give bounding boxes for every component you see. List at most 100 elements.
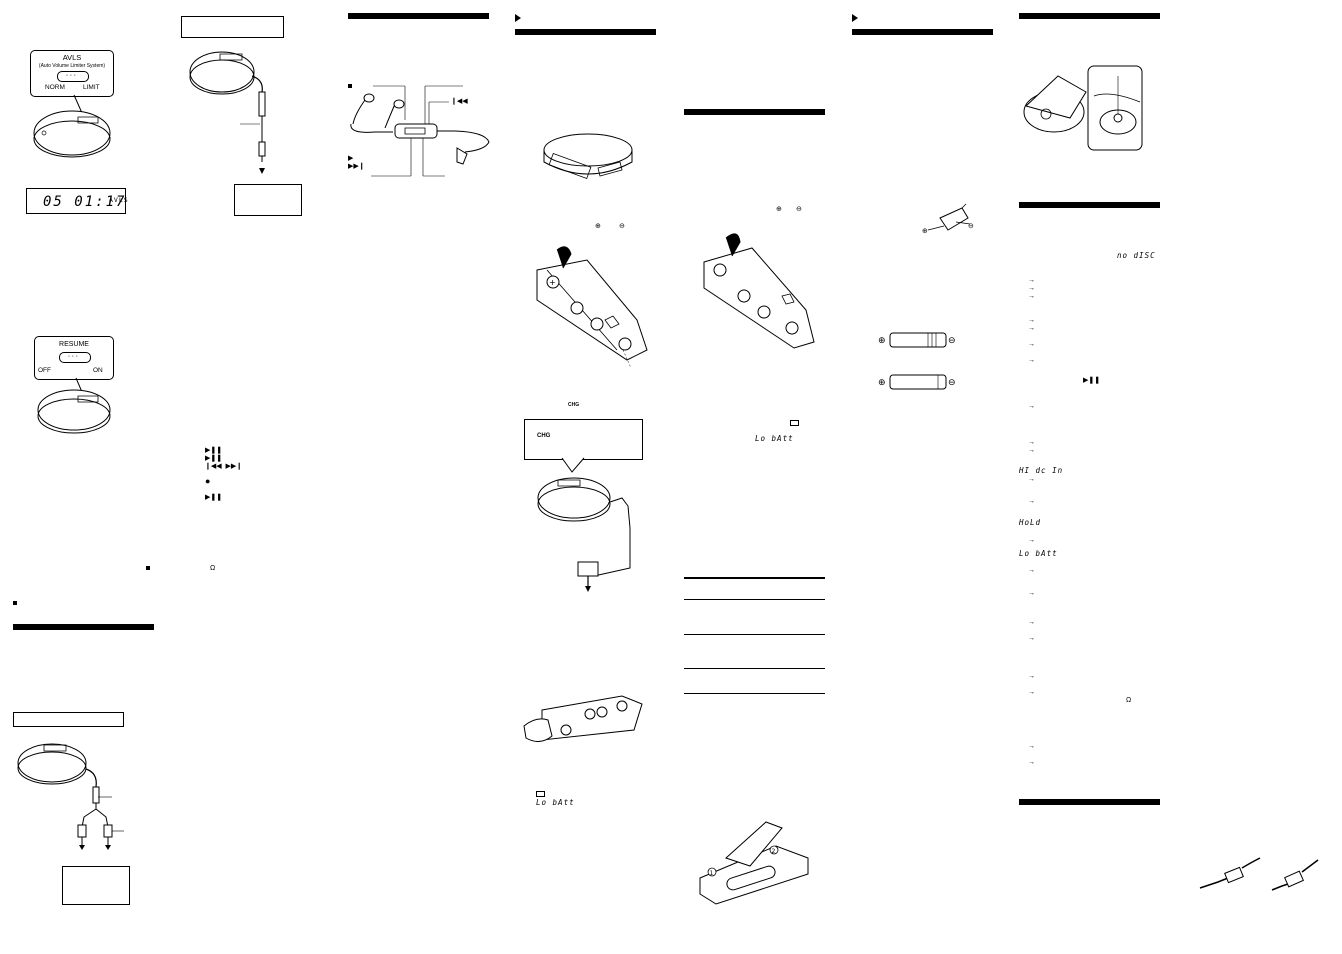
battery-compartment-open-illustration [538, 128, 638, 188]
arrow-icon: → [1028, 476, 1035, 483]
avls-switch-callout: AVLS (Auto Volume Limiter System) ◦ ◦ ◦ … [30, 50, 114, 97]
arrow-icon: → [1028, 447, 1035, 454]
lcd-charge-indicator: CHG [537, 433, 551, 439]
arrow-icon: → [1028, 567, 1035, 574]
cd-player-illustration [30, 95, 120, 165]
skip-buttons-icon: ❙◀◀ ▶▶❙ [205, 463, 243, 470]
previous-track-icon: ❙◀◀ [451, 98, 468, 105]
resume-slider[interactable]: ◦ ◦ ◦ [59, 352, 91, 363]
avls-norm-label: NORM [45, 84, 65, 91]
battery-case-illustration: 1 2 [696, 818, 816, 908]
battery-icon [536, 791, 545, 797]
lcd-lo-batt: Lo bAtt [536, 798, 575, 807]
lcd-lo-batt: Lo bAtt [755, 434, 794, 443]
play-pause-icon: ▶❚❚ [205, 455, 223, 462]
section-heading-bar [1019, 799, 1160, 805]
arrow-icon: → [1028, 285, 1035, 292]
play-icon: ▶ [348, 155, 354, 162]
table-rule [684, 634, 825, 635]
plus-symbol-icon: ⊕ [595, 223, 601, 230]
lcd-hi-dc-in: HI dc In [1019, 466, 1064, 475]
arrow-icon: → [1028, 325, 1035, 332]
battery-direction-icon: ⊕ ⊖ [878, 330, 956, 350]
arrow-icon: → [1028, 357, 1035, 364]
avls-slider[interactable]: ◦ ◦ ◦ [57, 71, 89, 82]
bullet-square [146, 566, 150, 570]
slider-dots-icon: ◦ ◦ ◦ [66, 73, 76, 79]
stereo-plugs-illustration [1198, 858, 1318, 898]
svg-text:⊖: ⊖ [948, 336, 956, 346]
svg-text:+: + [549, 278, 556, 287]
minus-symbol-icon: ⊖ [796, 206, 802, 213]
section-heading-bar [515, 29, 656, 35]
battery-direction-icon: ⊕ ⊖ [878, 372, 956, 392]
battery-icon [790, 420, 799, 426]
section-arrow-icon [515, 14, 521, 22]
arrow-icon: → [1028, 759, 1035, 766]
section-heading-bar [684, 109, 825, 115]
svg-text:1: 1 [710, 870, 714, 877]
section-heading-bar [13, 624, 154, 630]
play-pause-icon: ▶❚❚ [205, 494, 223, 501]
lcd-charge-display: CHG [524, 419, 643, 460]
slider-dots-icon: ◦ ◦ ◦ [68, 354, 78, 360]
section-heading-bar [852, 29, 993, 35]
svg-text:⊖: ⊖ [948, 378, 956, 388]
avls-title: AVLS [62, 53, 82, 62]
table-rule [684, 577, 825, 579]
avls-limit-label: LIMIT [83, 84, 100, 91]
resume-on-label: ON [93, 367, 103, 374]
cd-player-line-out-illustration [14, 735, 134, 850]
battery-insertion-illustration: + [527, 240, 657, 370]
lcd-lo-batt: Lo bAtt [1019, 549, 1058, 558]
table-rule [684, 668, 825, 669]
remote-control-illustration [345, 84, 495, 179]
play-pause-icon: ▶❚❚ [205, 447, 223, 454]
arrow-icon: → [1028, 498, 1035, 505]
dot-icon: ● [205, 476, 211, 486]
arrow-icon: → [1028, 537, 1035, 544]
table-rule [684, 599, 825, 600]
arrow-icon: → [1028, 403, 1035, 410]
ac-adaptor-illustration [534, 458, 644, 592]
arrow-icon: → [1028, 619, 1035, 626]
charge-symbol: CHG [568, 402, 580, 408]
arrow-icon: → [1028, 673, 1035, 680]
lcd-hold: HoLd [1019, 518, 1042, 527]
arrow-icon: → [1028, 317, 1035, 324]
arrow-icon: → [1028, 590, 1035, 597]
svg-text:⊕: ⊕ [878, 378, 886, 388]
svg-text:⊖: ⊖ [968, 222, 974, 230]
arrow-icon: → [1028, 341, 1035, 348]
svg-text:⊕: ⊕ [922, 227, 928, 235]
external-device-box [62, 866, 130, 905]
resume-title: RESUME [59, 341, 89, 348]
arrow-icon: → [1028, 743, 1035, 750]
arrow-icon: → [1028, 635, 1035, 642]
arrow-icon: → [1028, 293, 1035, 300]
lcd-display-avls: 05 01:17 AVLS [26, 188, 128, 214]
arrow-icon: → [1028, 439, 1035, 446]
battery-insertion-illustration [698, 226, 828, 356]
svg-text:2: 2 [772, 848, 776, 855]
bullet-square [13, 601, 17, 605]
bullet-square [348, 84, 352, 88]
lcd-digits: 05 01:17 [43, 194, 127, 210]
section-heading-bar [1019, 13, 1160, 19]
section-heading-bar [348, 13, 489, 19]
arrow-icon: → [1028, 277, 1035, 284]
minus-symbol-icon: ⊖ [619, 223, 625, 230]
play-pause-icon: ▶❚❚ [1083, 377, 1101, 384]
section-heading-bar [1019, 202, 1160, 208]
dc-plug-polarity-icon: ⊕ ⊖ [922, 208, 974, 235]
ohm-symbol: Ω [210, 565, 216, 572]
disc-loading-illustration [1014, 56, 1144, 156]
avls-subtitle: (Auto Volume Limiter System) [38, 63, 106, 69]
cd-player-illustration [34, 378, 114, 440]
arrow-icon: → [1028, 689, 1035, 696]
next-track-icon: ▶▶❙ [348, 163, 365, 170]
svg-text:⊕: ⊕ [878, 336, 886, 346]
cd-player-output-illustration [186, 42, 306, 174]
lcd-no-disc: no dISC [1117, 251, 1156, 260]
external-device-box [234, 184, 302, 216]
